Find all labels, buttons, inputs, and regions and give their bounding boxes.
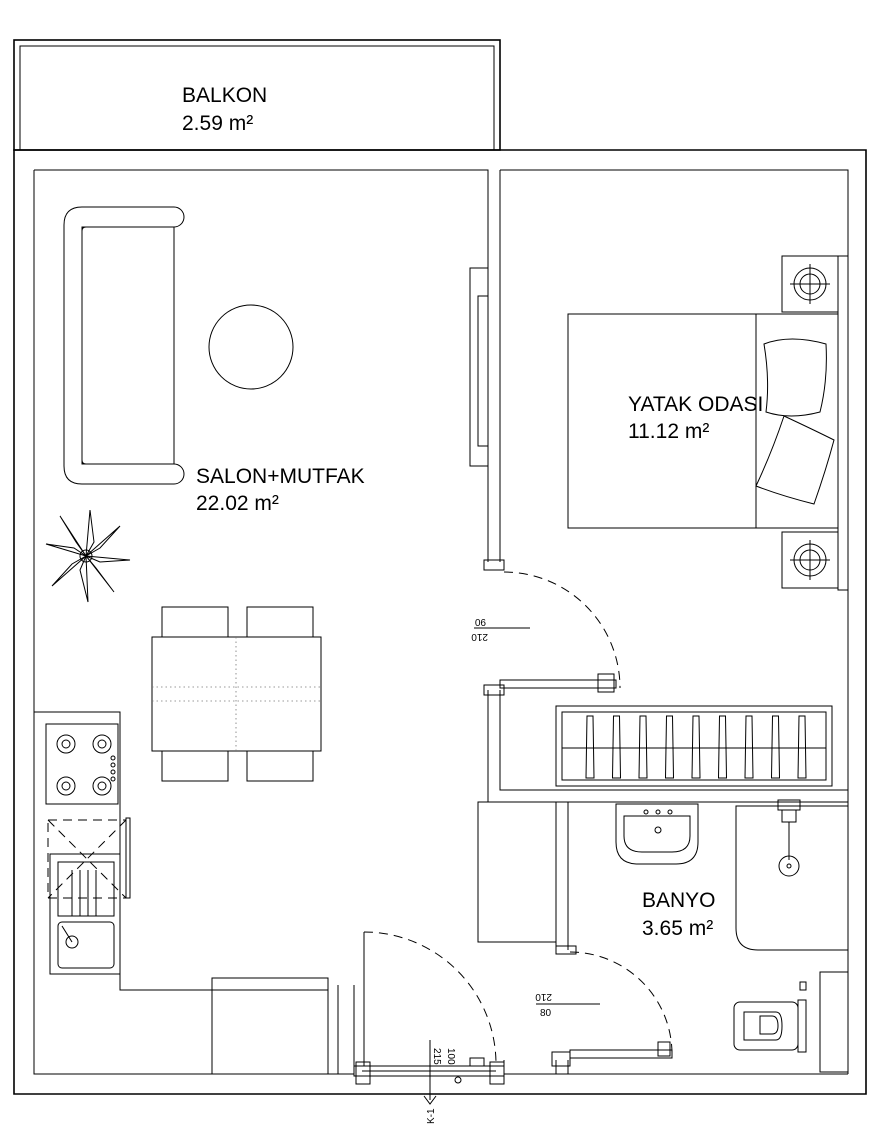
nightstand-bottom bbox=[781, 531, 839, 589]
stove-icon bbox=[45, 723, 119, 805]
bedroom-door-height: 210 bbox=[471, 631, 488, 642]
washbasin-icon bbox=[615, 803, 699, 865]
coffee-table bbox=[208, 304, 294, 390]
balkon-name: BALKON bbox=[182, 84, 267, 107]
entrance-door-width: 100 bbox=[445, 1048, 456, 1065]
wardrobe-hanger bbox=[797, 715, 807, 779]
wardrobe-hanger bbox=[638, 715, 648, 779]
banyo-name: BANYO bbox=[642, 889, 716, 912]
dining-table bbox=[151, 606, 322, 782]
bathroom-door-width: 80 bbox=[540, 1008, 552, 1019]
bedroom-door-width: 90 bbox=[474, 616, 486, 627]
sofa bbox=[63, 206, 185, 485]
wardrobe bbox=[555, 705, 833, 787]
bed bbox=[567, 255, 849, 591]
plant-icon bbox=[45, 509, 131, 603]
wardrobe-hanger bbox=[717, 715, 728, 779]
wardrobe-hanger bbox=[585, 715, 595, 779]
balkon-area: 2.59 m² bbox=[182, 112, 253, 135]
dishwasher-icon bbox=[47, 817, 131, 899]
bathroom-cabinet bbox=[477, 801, 557, 943]
yatak-name: YATAK ODASI bbox=[628, 393, 763, 416]
wardrobe-hanger bbox=[744, 715, 754, 779]
salon-name: SALON+MUTFAK bbox=[196, 465, 365, 488]
wardrobe-door bbox=[469, 267, 489, 467]
interior-walls bbox=[337, 170, 848, 1074]
salon-area: 22.02 m² bbox=[196, 492, 279, 515]
bathroom-door bbox=[551, 945, 673, 1067]
wardrobe-hanger bbox=[770, 715, 781, 779]
nightstand-top bbox=[781, 255, 839, 313]
yatak-area: 11.12 m² bbox=[628, 420, 709, 443]
exterior-walls bbox=[13, 149, 867, 1095]
entrance-door bbox=[353, 931, 505, 1105]
kitchen-counter bbox=[34, 711, 329, 1075]
toilet-icon bbox=[733, 971, 849, 1073]
wardrobe-hanger bbox=[611, 715, 622, 779]
wardrobe-hanger bbox=[691, 715, 701, 779]
banyo-area: 3.65 m² bbox=[642, 917, 713, 940]
shower-icon bbox=[735, 799, 849, 951]
bathroom-door-height: 210 bbox=[535, 991, 552, 1002]
section-mark: K-1 bbox=[426, 1108, 437, 1124]
wardrobe-hanger bbox=[664, 715, 675, 779]
bedroom-door bbox=[483, 559, 621, 696]
entrance-door-height: 215 bbox=[431, 1048, 442, 1065]
sink-icon bbox=[49, 853, 121, 975]
